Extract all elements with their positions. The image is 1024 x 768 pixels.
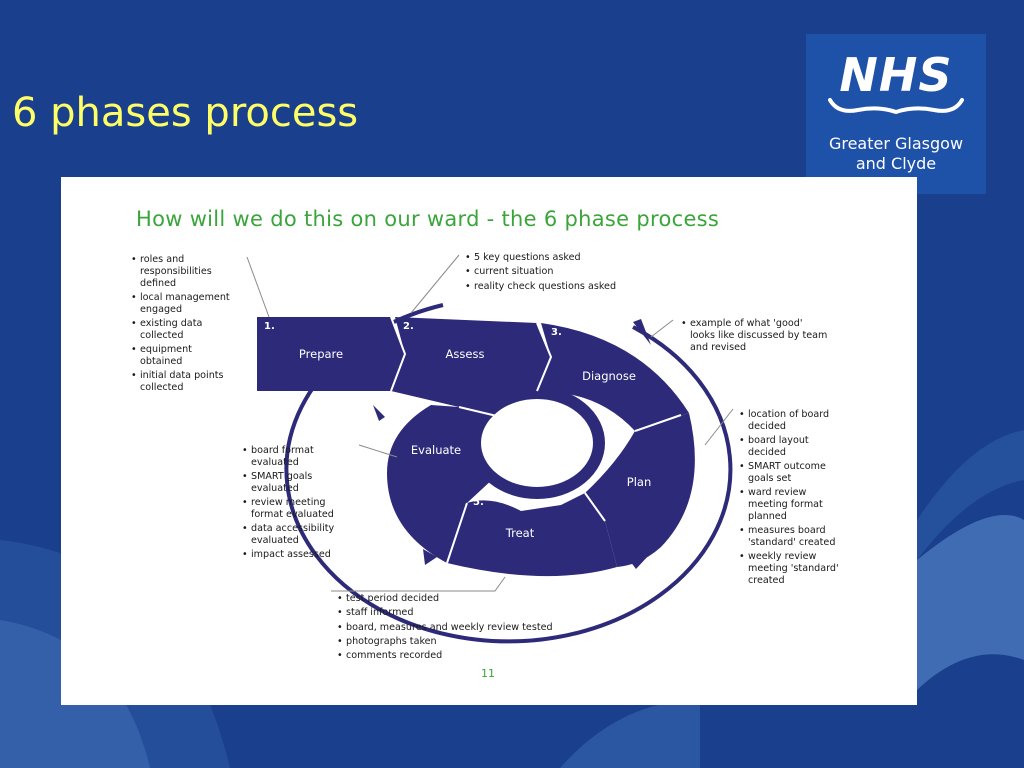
phase-number-treat: 5. bbox=[473, 497, 484, 508]
arrowhead-evaluate bbox=[373, 405, 385, 421]
logo-line-2: and Clyde bbox=[855, 154, 937, 173]
diagram-title: How will we do this on our ward - the 6 … bbox=[136, 207, 720, 231]
phase-label-assess: Assess bbox=[445, 347, 485, 361]
phase-number-plan: 4. bbox=[613, 434, 624, 445]
arrowhead-treat bbox=[423, 549, 437, 565]
note-item: board, measures and weekly review tested bbox=[337, 622, 597, 634]
note-item: impact assessed bbox=[242, 549, 372, 561]
phase-number-assess: 2. bbox=[403, 321, 414, 332]
note-item: test period decided bbox=[337, 593, 597, 605]
note-item: measures board'standard' created bbox=[739, 525, 869, 549]
phase-label-treat: Treat bbox=[505, 526, 535, 540]
notes-treat: test period decided staff informed board… bbox=[337, 593, 597, 664]
note-item: 5 key questions asked bbox=[465, 252, 665, 264]
phase-number-prepare: 1. bbox=[264, 321, 275, 332]
note-item: staff informed bbox=[337, 607, 597, 619]
note-item: comments recorded bbox=[337, 650, 597, 662]
phase-label-plan: Plan bbox=[626, 475, 652, 489]
phase-number-diagnose: 3. bbox=[551, 327, 562, 338]
logo-nhs-text: NHS bbox=[839, 48, 953, 102]
phase-shape-plan bbox=[585, 413, 695, 567]
note-item: reality check questions asked bbox=[465, 281, 665, 293]
connector-assess bbox=[410, 254, 460, 314]
slide-title: 6 phases process bbox=[12, 90, 359, 136]
note-item: example of what 'good'looks like discuss… bbox=[681, 318, 861, 353]
phase-shape-diagnose bbox=[537, 323, 689, 431]
phase-label-evaluate: Evaluate bbox=[410, 443, 462, 457]
phase-shape-treat bbox=[447, 493, 617, 577]
phase-label-prepare: Prepare bbox=[298, 347, 344, 361]
phase-label-diagnose: Diagnose bbox=[582, 369, 636, 383]
note-item: current situation bbox=[465, 266, 665, 278]
phase-diagram bbox=[246, 254, 734, 644]
phase-number-evaluate: 6. bbox=[407, 403, 418, 414]
notes-diagnose: example of what 'good'looks like discuss… bbox=[681, 318, 861, 356]
connector-plan bbox=[704, 408, 734, 446]
notes-assess: 5 key questions asked current situation … bbox=[465, 252, 665, 295]
diagram-panel: How will we do this on our ward - the 6 … bbox=[61, 177, 917, 705]
connector-diagnose bbox=[650, 319, 674, 338]
connector-treat bbox=[331, 576, 506, 592]
phase-shape-prepare bbox=[257, 317, 405, 391]
arrowhead-diagnose bbox=[633, 319, 651, 345]
page-number: 11 bbox=[481, 667, 495, 680]
logo-wave-icon bbox=[828, 98, 964, 115]
nhs-logo: NHS Greater Glasgow and Clyde bbox=[806, 34, 986, 194]
note-item: photographs taken bbox=[337, 636, 597, 648]
logo-line-1: Greater Glasgow bbox=[828, 134, 964, 153]
